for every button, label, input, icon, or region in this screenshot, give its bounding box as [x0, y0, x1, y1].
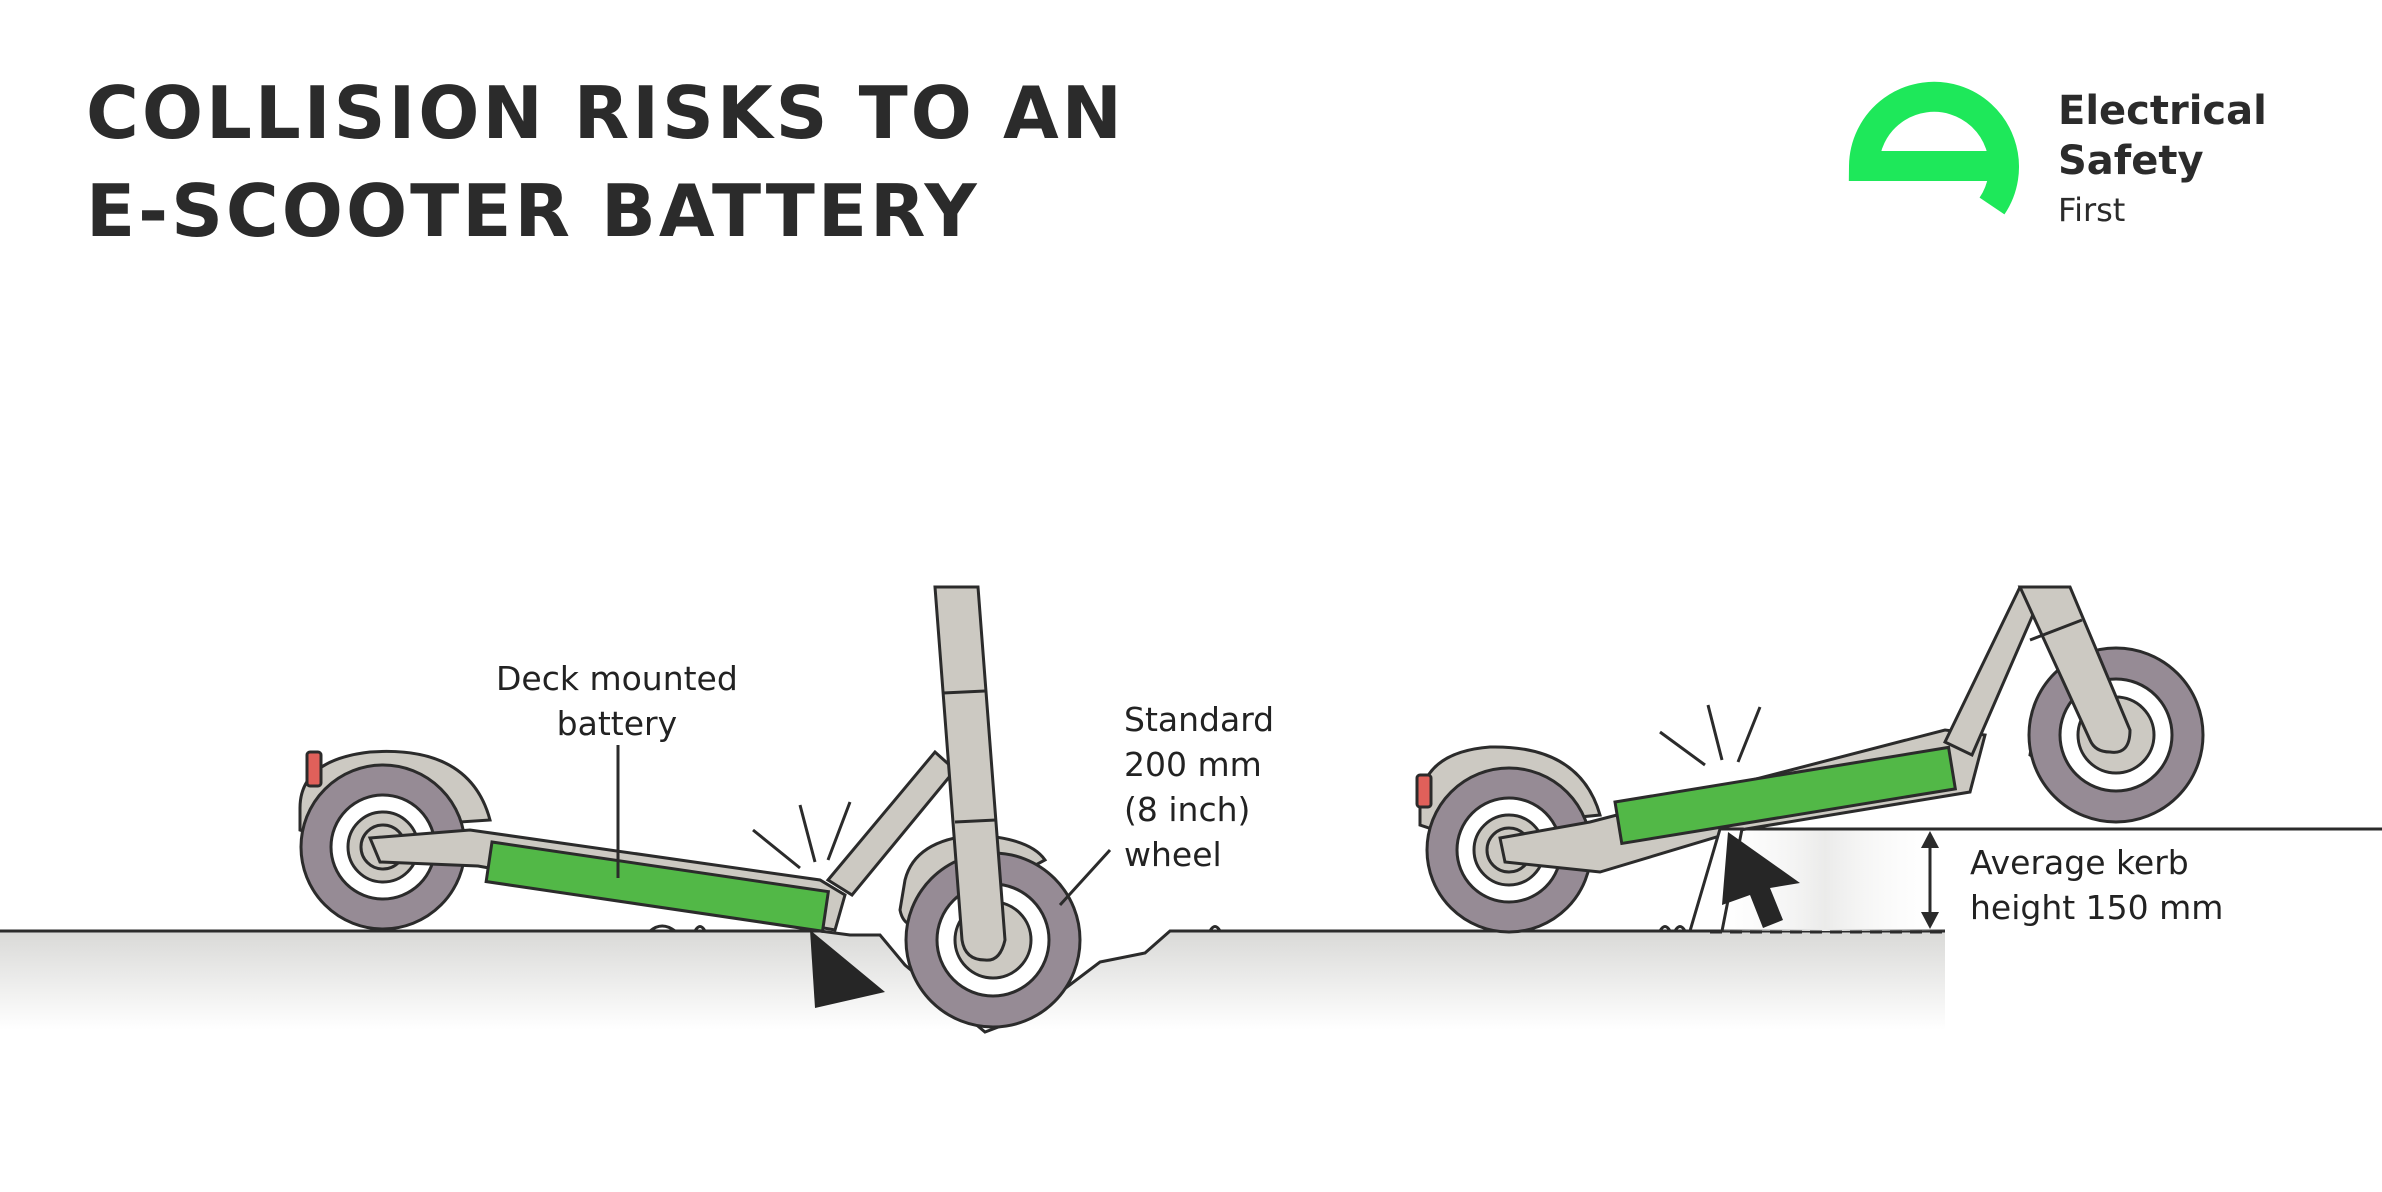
brand-name-line-3: First	[2058, 191, 2126, 229]
wheel-label-line-2: 200 mm	[1124, 745, 1262, 784]
page-title: COLLISION RISKS TO AN E-SCOOTER BATTERY	[86, 64, 1125, 260]
kerb-height-arrow	[1921, 831, 1939, 929]
battery-right	[1613, 745, 1958, 846]
battery-label-line-1: Deck mounted	[496, 659, 738, 698]
wheel-leader-line	[1058, 848, 1112, 907]
battery-left	[484, 840, 831, 933]
kerb-label-line-2: height 150 mm	[1970, 888, 2224, 927]
title-line-1: COLLISION RISKS TO AN	[86, 71, 1125, 155]
scooter-left	[298, 585, 1082, 1029]
battery-label-line-2: battery	[556, 704, 678, 743]
wheel-label-line-3: (8 inch)	[1124, 790, 1251, 829]
electrical-safety-first-e-logo-icon	[1848, 81, 2019, 215]
battery-label: Deck mounted battery	[496, 656, 738, 746]
brand-name-line-2: Safety	[2058, 138, 2204, 184]
scooter-right	[1415, 585, 2205, 934]
wheel-label-line-4: wheel	[1124, 835, 1222, 874]
title-line-2: E-SCOOTER BATTERY	[86, 169, 980, 253]
wheel-label-line-1: Standard	[1124, 700, 1275, 739]
kerb-label-line-1: Average kerb	[1970, 843, 2189, 882]
ground-with-pothole	[0, 924, 1945, 1034]
kerb-label: Average kerb height 150 mm	[1970, 840, 2223, 930]
brand-name-line-1: Electrical	[2058, 88, 2267, 134]
wheel-label: Standard 200 mm (8 inch) wheel	[1124, 697, 1274, 877]
